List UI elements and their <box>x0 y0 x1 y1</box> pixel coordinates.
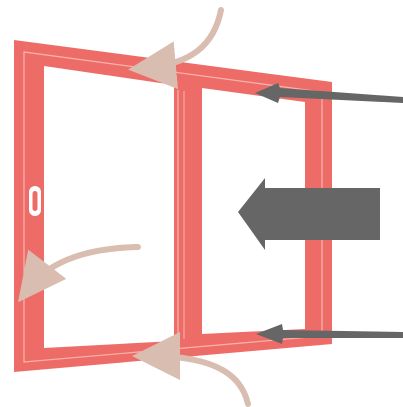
pressure-arrow-icon <box>238 178 380 250</box>
window-handle-icon <box>29 186 41 216</box>
window-left-pane <box>44 66 174 348</box>
leak-arrow-bottom <box>150 356 248 404</box>
